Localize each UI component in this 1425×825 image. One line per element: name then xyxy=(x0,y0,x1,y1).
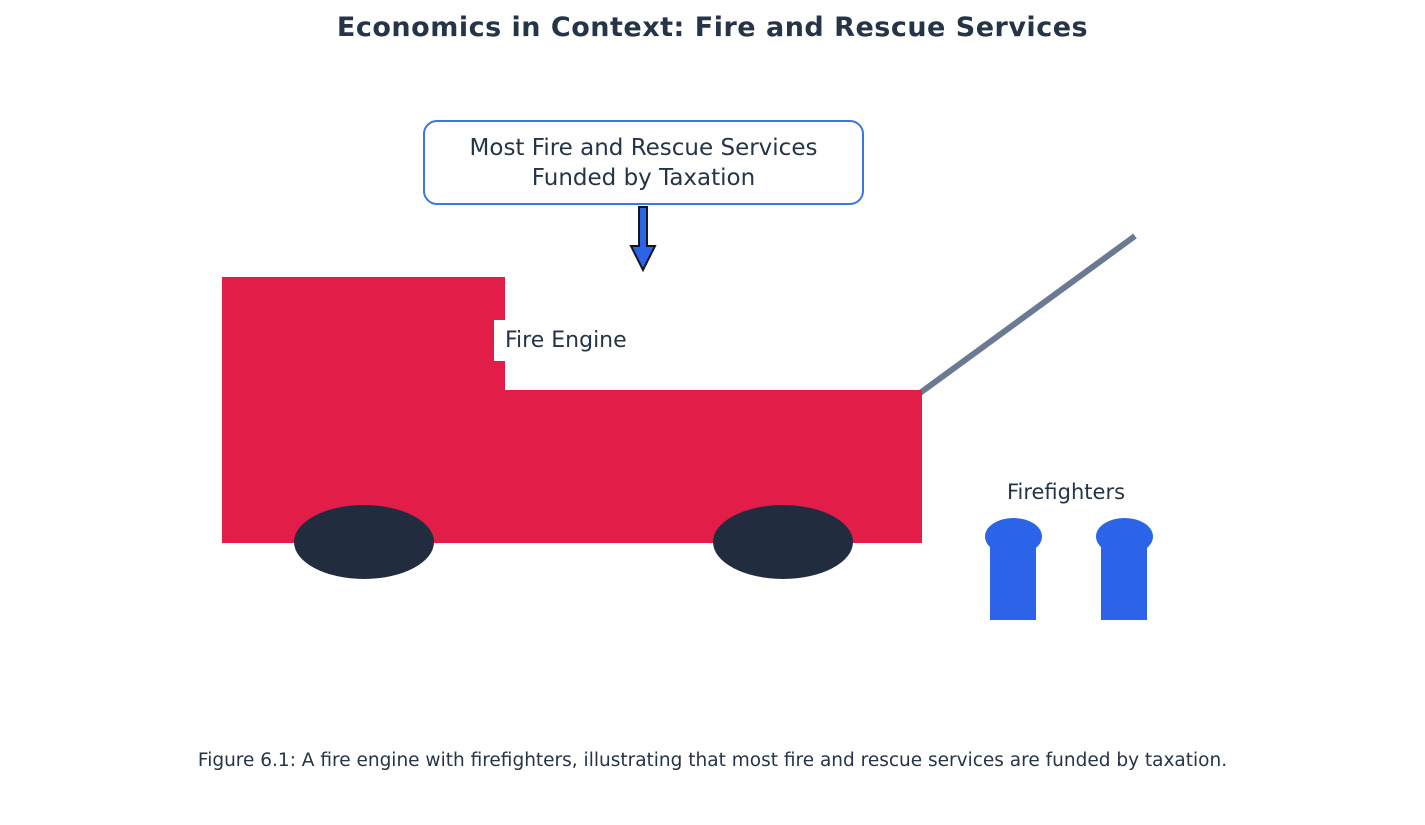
wheel-front xyxy=(294,505,434,579)
figure-caption: Figure 6.1: A fire engine with firefight… xyxy=(197,750,1228,771)
wheel-rear xyxy=(713,505,853,579)
page-title: Economics in Context: Fire and Rescue Se… xyxy=(336,12,1089,43)
down-arrow-icon xyxy=(629,206,657,272)
callout-line-1: Most Fire and Rescue Services xyxy=(469,134,818,161)
firefighter-body xyxy=(990,538,1036,620)
fire-engine-body xyxy=(505,390,922,543)
firefighter-body xyxy=(1101,538,1147,620)
callout-line-2: Funded by Taxation xyxy=(531,164,756,191)
fire-engine-label: Fire Engine xyxy=(494,320,658,361)
fire-engine-cab xyxy=(222,277,505,543)
callout-box: Most Fire and Rescue Services Funded by … xyxy=(423,120,864,205)
firefighters-label: Firefighters xyxy=(1006,480,1126,504)
ladder-line xyxy=(918,233,1137,396)
